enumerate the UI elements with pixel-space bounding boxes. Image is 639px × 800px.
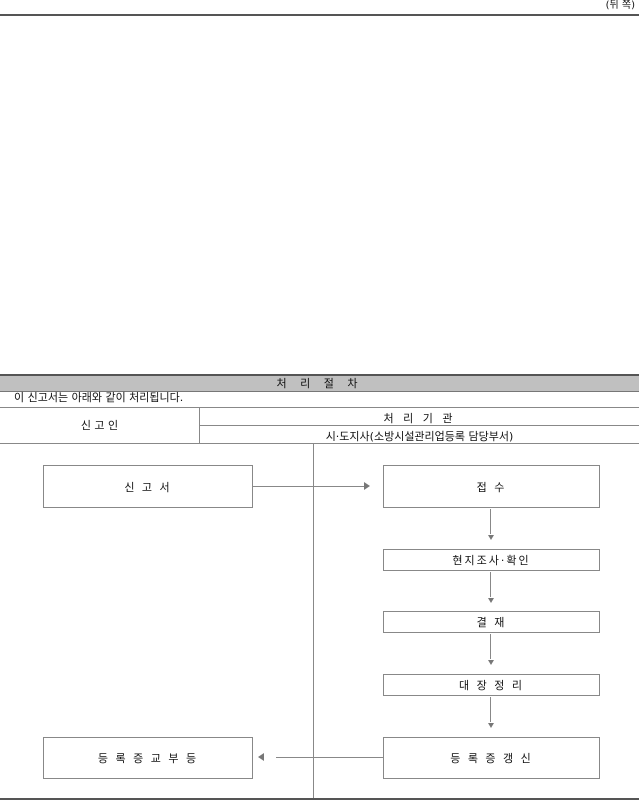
arrow-down-icon bbox=[488, 723, 494, 728]
arrow-left-icon bbox=[258, 753, 264, 761]
step-site-inspection: 현지조사·확인 bbox=[383, 549, 600, 571]
arrow-down-icon bbox=[488, 598, 494, 603]
arrow-line-to-receipt bbox=[253, 486, 364, 487]
step-registry-update: 대 장 정 리 bbox=[383, 674, 600, 696]
arrow-line-3 bbox=[490, 634, 491, 659]
top-divider bbox=[0, 14, 639, 16]
table-column-divider bbox=[199, 407, 200, 443]
intro-text: 이 신고서는 아래와 같이 처리됩니다. bbox=[14, 391, 184, 404]
table-top-line bbox=[0, 407, 639, 408]
arrow-right-icon bbox=[364, 482, 370, 490]
arrow-down-icon bbox=[488, 535, 494, 540]
step-receipt: 접 수 bbox=[383, 465, 600, 508]
arrow-down-icon bbox=[488, 660, 494, 665]
page-side-label: (뒤 쪽) bbox=[605, 0, 635, 11]
bottom-divider bbox=[0, 798, 639, 800]
step-approval: 결 재 bbox=[383, 611, 600, 633]
arrow-line-4 bbox=[490, 697, 491, 722]
flow-column-divider bbox=[313, 444, 314, 800]
step-certificate-renewal: 등 록 증 갱 신 bbox=[383, 737, 600, 779]
arrow-line-2 bbox=[490, 572, 491, 597]
step-report-form: 신 고 서 bbox=[43, 465, 253, 508]
section-title: 처 리 절 차 bbox=[276, 377, 363, 390]
applicant-column-header: 신 고 인 bbox=[80, 419, 119, 432]
table-bottom-line bbox=[0, 443, 639, 444]
arrow-line-1 bbox=[490, 509, 491, 534]
agency-column-header: 처 리 기 관 bbox=[383, 412, 456, 425]
step-certificate-issue: 등 록 증 교 부 등 bbox=[43, 737, 253, 779]
agency-name: 시·도지사(소방시설관리업등록 담당부서) bbox=[325, 430, 514, 443]
section-title-bar: 처 리 절 차 bbox=[0, 374, 639, 392]
arrow-line-to-issue bbox=[276, 757, 383, 758]
table-mid-line bbox=[200, 425, 639, 426]
